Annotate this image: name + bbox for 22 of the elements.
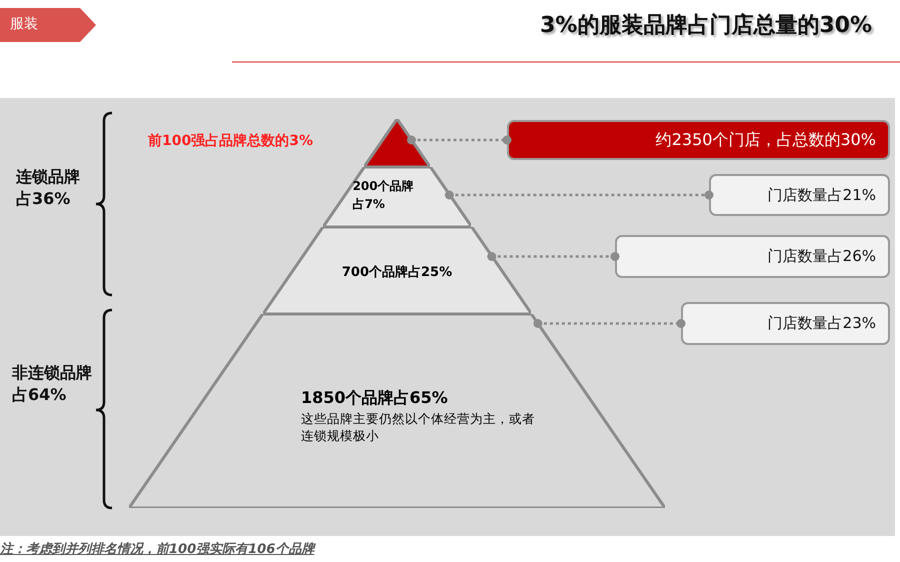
callout-box: [615, 235, 890, 278]
callout-text: 门店数量占21%: [768, 184, 876, 206]
callout-box: [681, 302, 890, 345]
brace-label: 连锁品牌占36%: [16, 166, 81, 210]
side-note: 前100强占品牌总数的3%: [148, 132, 313, 150]
node-label: 700个品牌占25%: [340, 264, 454, 281]
node-label: 200个品牌占7%: [352, 178, 415, 213]
callout-text: 约2350个门店，占总数的30%: [656, 128, 876, 150]
callout-box: [709, 174, 890, 216]
node-label: 服装: [10, 15, 38, 33]
dotted-connector: [444, 190, 714, 200]
tier-heading: 1850个品牌占65%: [300, 388, 448, 409]
callout-text: 门店数量占26%: [768, 246, 876, 267]
dotted-connector: [487, 252, 620, 261]
title: 3%的服装品牌占门店总量的30%: [540, 12, 872, 40]
callout-text: 门店数量占23%: [768, 313, 876, 334]
footnote: 注：考虑到并列排名情况，前100强实际有106个品牌: [0, 540, 314, 558]
callout-box: [507, 120, 890, 160]
dotted-connector: [406, 136, 512, 144]
tier-description: 这些品牌主要仍然以个体经营为主，或者连锁规模极小: [300, 410, 536, 444]
brace-label: 非连锁品牌占64%: [12, 362, 93, 406]
dotted-connector: [533, 319, 686, 328]
